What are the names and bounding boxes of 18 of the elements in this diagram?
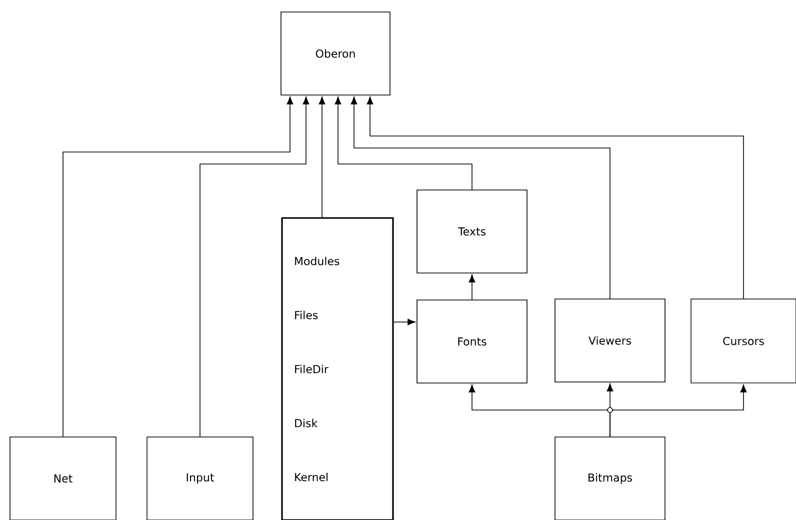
- arrow: [350, 96, 610, 299]
- arrow: [610, 384, 747, 437]
- module-box: Texts: [416, 190, 528, 274]
- arrow: [62, 96, 294, 437]
- module-box: Input: [146, 436, 254, 520]
- module-stack-box: Modules Files FileDir Disk Kernel: [281, 217, 394, 520]
- arrow: [318, 96, 326, 218]
- module-box: Cursors: [690, 298, 796, 384]
- arrow: [366, 96, 744, 299]
- module-box: Net: [10, 436, 116, 520]
- arrow: [334, 96, 472, 190]
- module-box: Oberon: [280, 12, 390, 96]
- arrow: [200, 96, 310, 437]
- module-box: Bitmaps: [554, 436, 666, 520]
- arrow: [393, 318, 416, 326]
- module-box: Viewers: [554, 298, 666, 382]
- module-box: Fonts: [416, 300, 528, 384]
- arrow: [468, 274, 476, 300]
